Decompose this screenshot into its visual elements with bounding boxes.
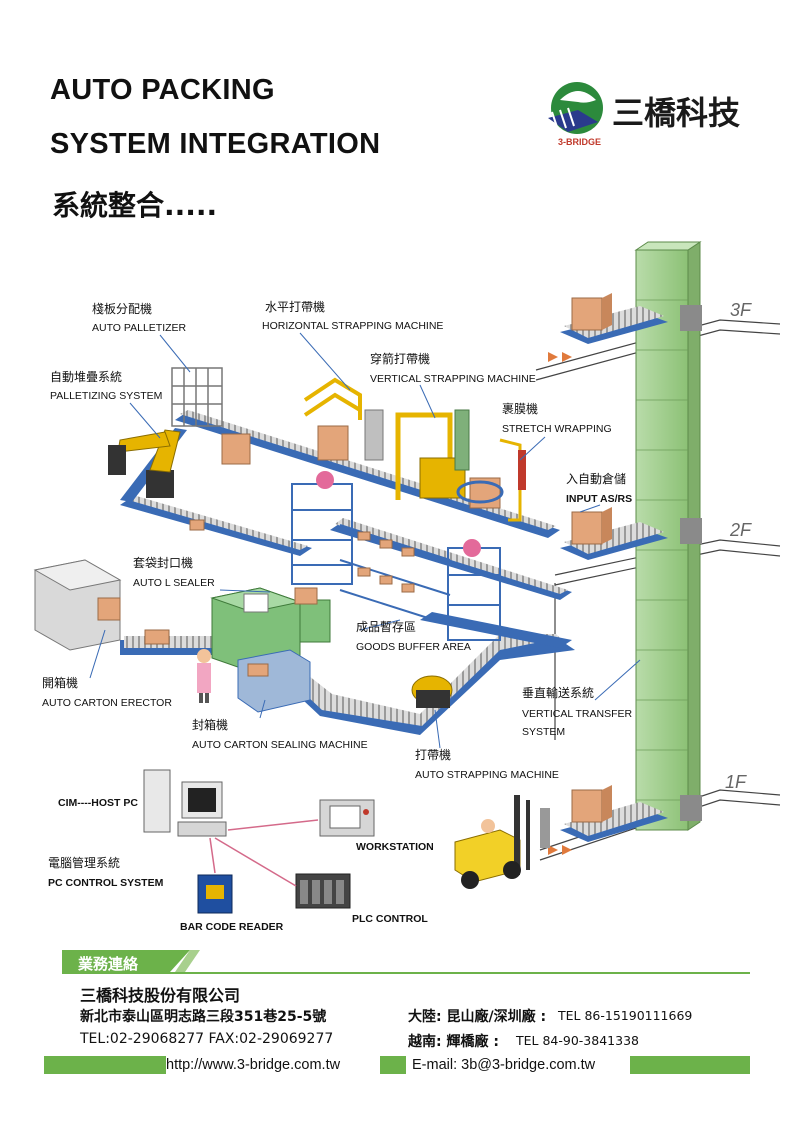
contact-china-label: 大陸: 昆山廠/深圳廠 : [408, 1009, 547, 1025]
vertical-strapper-icon [395, 409, 470, 500]
contact-vietnam-label: 越南: 輝橋廠 : [408, 1034, 499, 1050]
contact-china-tel: TEL 86-15190111669 [558, 1008, 693, 1023]
workstation-icon [319, 799, 375, 837]
label-plc: PLC CONTROL [352, 913, 428, 925]
title-line2: SYSTEM INTEGRATION [50, 128, 381, 160]
floor-2f: 2F [730, 520, 752, 540]
plc-icon [295, 873, 351, 909]
company-name: 三橋科技 [612, 94, 741, 132]
logo-icon [548, 82, 603, 134]
label-workstation: WORKSTATION [356, 841, 434, 853]
l-sealer-icon [210, 587, 331, 673]
title-line1: AUTO PACKING [50, 74, 275, 106]
floor-3f: 3F [730, 300, 752, 320]
auto-strapper-icon [411, 675, 453, 708]
leader-lines [89, 332, 641, 749]
label-host-pc: CIM----HOST PC [58, 797, 138, 809]
label-buffer-en: GOODS BUFFER AREA [356, 641, 471, 653]
label-barcode: BAR CODE READER [180, 921, 284, 933]
robot-arm-icon [108, 429, 181, 498]
palletizer-cage [171, 367, 223, 427]
floor-pallets [548, 293, 668, 855]
label-l-sealer-en: AUTO L SEALER [133, 577, 215, 589]
label-vertical-transfer-cn: 垂直輸送系統 [522, 686, 595, 700]
lower-conveyor [120, 612, 575, 735]
label-horizontal-strapping-en: HORIZONTAL STRAPPING MACHINE [262, 320, 444, 332]
label-erector-en: AUTO CARTON ERECTOR [42, 697, 172, 709]
contact-section-title: 業務連絡 [78, 955, 139, 973]
operator-icon [197, 649, 211, 703]
contact-vietnam-tel: TEL 84-90-3841338 [516, 1033, 639, 1048]
label-palletizing-cn: 自動堆疊系統 [50, 370, 123, 384]
label-pc-control-en: PC CONTROL SYSTEM [48, 877, 164, 889]
label-erector-cn: 開箱機 [42, 676, 79, 690]
label-palletizing-en: PALLETIZING SYSTEM [50, 390, 163, 402]
label-asrs-cn: 入自動倉儲 [566, 472, 627, 486]
label-auto-palletizer-en: AUTO PALLETIZER [92, 322, 187, 334]
contact-banner [44, 950, 750, 1074]
title-cn: 系統整合..... [52, 189, 218, 222]
network-links [209, 819, 319, 887]
host-pc-icon [143, 769, 227, 837]
label-sealing-en: AUTO CARTON SEALING MACHINE [192, 739, 368, 751]
label-stretch-en: STRETCH WRAPPING [502, 423, 612, 435]
contact-company: 三橋科技股份有限公司 [80, 986, 241, 1005]
forklift-icon [454, 795, 550, 889]
contact-address: 新北市泰山區明志路三段351巷25-5號 [80, 1009, 327, 1025]
label-auto-strapping-en: AUTO STRAPPING MACHINE [415, 769, 559, 781]
contact-email[interactable]: E-mail: 3b@3-bridge.com.tw [412, 1057, 596, 1073]
buffer-racks [291, 471, 501, 641]
label-l-sealer-cn: 套袋封口機 [133, 556, 194, 570]
label-stretch-cn: 裹膜機 [502, 402, 539, 416]
label-buffer-cn: 成品暫存區 [356, 620, 417, 634]
stretch-wrapper-icon [456, 438, 526, 522]
upper-boxes [189, 425, 349, 531]
label-auto-palletizer-cn: 棧板分配機 [92, 302, 153, 316]
contact-tel-fax: TEL:02-29068277 FAX:02-29069277 [80, 1031, 334, 1047]
label-vertical-transfer-en1: VERTICAL TRANSFER [522, 708, 633, 720]
label-sealing-cn: 封箱機 [192, 718, 229, 732]
label-horizontal-strapping-cn: 水平打帶機 [265, 300, 326, 314]
label-pc-control-cn: 電腦管理系統 [48, 856, 121, 870]
floor-1f: 1F [725, 772, 747, 792]
buffer-boxes [357, 531, 415, 593]
contact-website[interactable]: http://www.3-bridge.com.tw [166, 1057, 341, 1073]
label-vertical-transfer-en2: SYSTEM [522, 726, 566, 738]
vertical-transfer-tower [634, 241, 702, 831]
carton-erector-icon [33, 559, 170, 651]
label-vertical-strapping-cn: 穿箭打帶機 [370, 352, 431, 366]
carton-sealer-icon [237, 649, 311, 713]
logo-text: 3-BRIDGE [558, 137, 602, 147]
label-asrs-en: INPUT AS/RS [566, 493, 633, 505]
label-auto-strapping-cn: 打帶機 [415, 748, 452, 762]
barcode-reader-icon [197, 874, 233, 914]
label-vertical-strapping-en: VERTICAL STRAPPING MACHINE [370, 373, 536, 385]
